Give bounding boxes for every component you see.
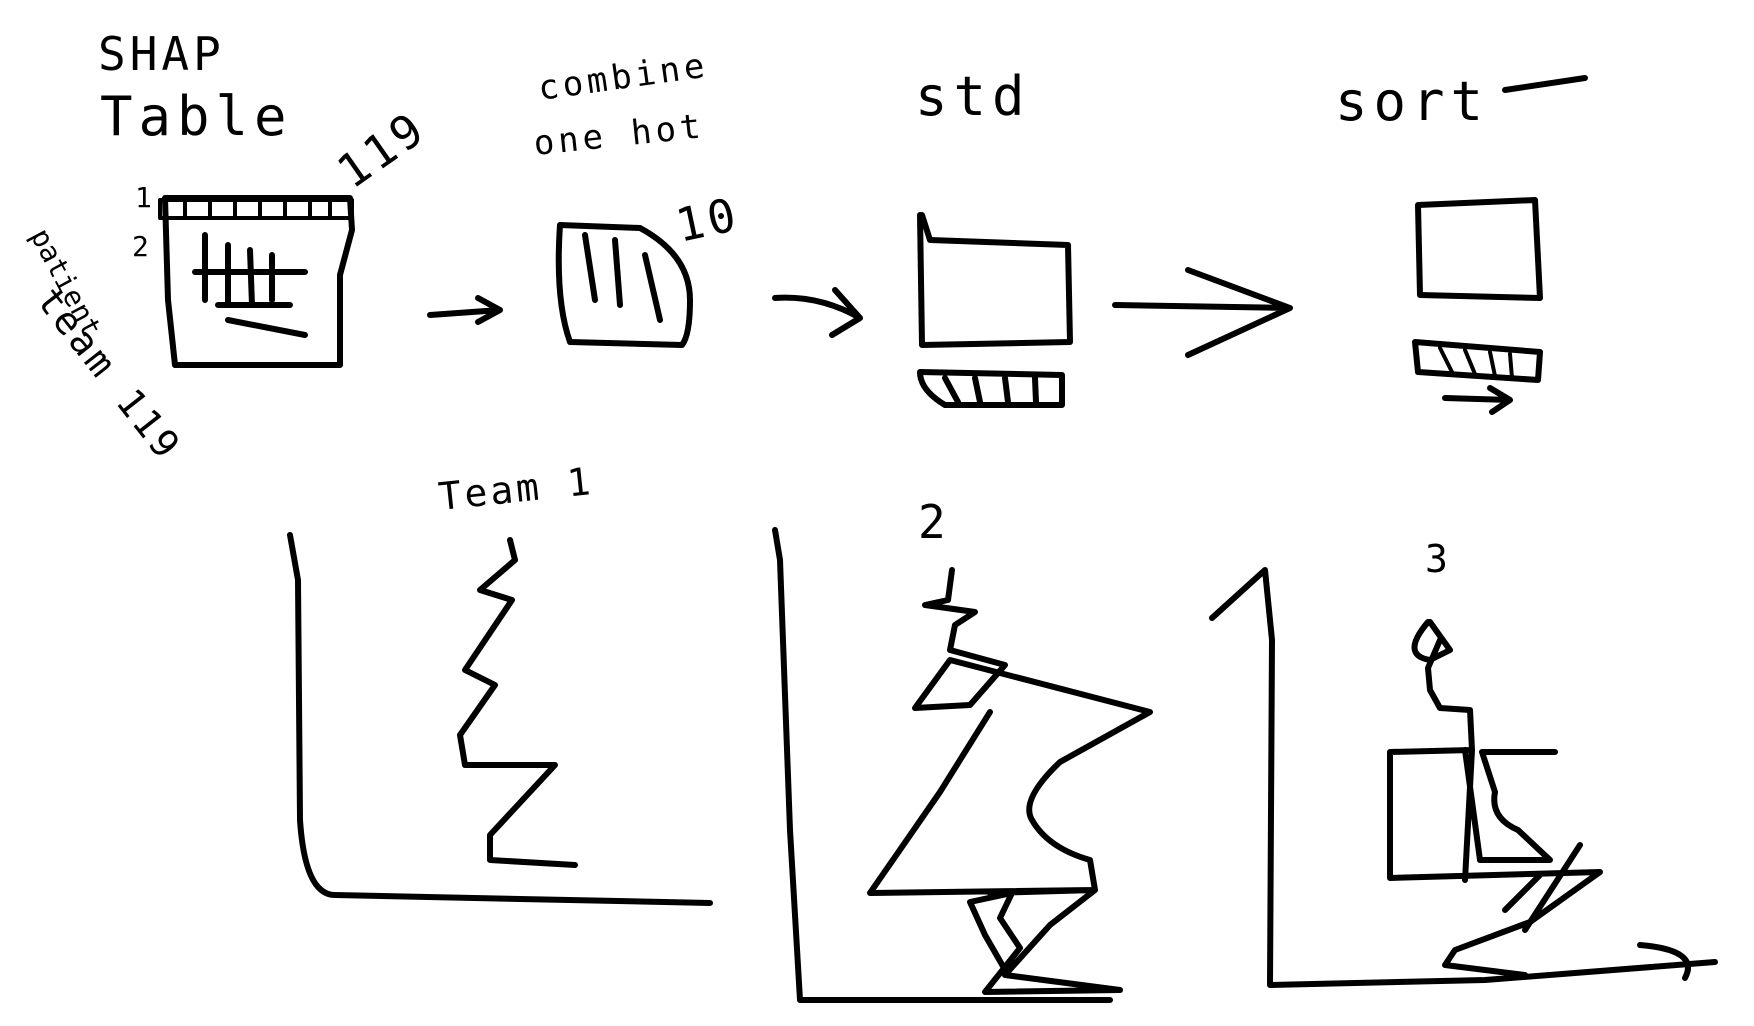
arrow-3 bbox=[1112, 267, 1293, 358]
step-title-line1: std bbox=[915, 65, 1031, 128]
combined-table-outline bbox=[555, 222, 693, 348]
arrow-1 bbox=[427, 295, 503, 325]
shap-col-count-label: 119 bbox=[327, 100, 436, 199]
sort-direction-arrow bbox=[1442, 385, 1513, 415]
plot-label: 3 bbox=[1425, 537, 1451, 581]
plot-2: 2 bbox=[772, 495, 1153, 1003]
plot-team-1: Team 1 bbox=[287, 459, 713, 906]
step-sort: sort bbox=[1335, 70, 1588, 415]
step-title-line1: sort bbox=[1335, 70, 1489, 133]
plot-label: 2 bbox=[918, 495, 950, 549]
sort-table-outline bbox=[1415, 197, 1543, 301]
std-bar-divisions bbox=[942, 375, 1039, 405]
plot-axes bbox=[1209, 567, 1718, 988]
step-title-line1: SHAP bbox=[98, 27, 225, 81]
plot-curve bbox=[1387, 619, 1603, 978]
arrow-2 bbox=[772, 287, 863, 338]
shap-table-cells bbox=[192, 232, 308, 338]
std-bar-outline bbox=[917, 369, 1065, 408]
combined-table-columns bbox=[582, 232, 663, 323]
std-table-outline bbox=[917, 212, 1073, 348]
step-combine-one-hot: combine one hot 10 bbox=[532, 45, 744, 348]
step-title-line2: Table bbox=[100, 85, 293, 148]
plot-axes bbox=[772, 527, 1113, 1003]
step-title-line2: one hot bbox=[532, 106, 707, 164]
sort-bar-outline bbox=[1412, 339, 1543, 383]
shap-row-label-1: 1 bbox=[135, 181, 152, 214]
shap-side-label-2: team 119 bbox=[28, 278, 190, 468]
step-std: std bbox=[915, 65, 1073, 408]
plot-curve bbox=[867, 567, 1153, 995]
plot-curve-tail bbox=[1502, 842, 1583, 933]
step-shap-table: SHAP Table 119 1 2 patient team 119 bbox=[24, 27, 436, 469]
combined-col-count-label: 10 bbox=[671, 187, 744, 253]
plot-3: 3 bbox=[1209, 537, 1718, 988]
plot-axes bbox=[287, 532, 713, 906]
shap-table-header bbox=[158, 198, 354, 220]
step-title-line1: combine bbox=[536, 45, 711, 108]
shap-table-outline bbox=[162, 195, 355, 368]
plot-curve bbox=[457, 537, 578, 868]
plot-label: Team 1 bbox=[436, 459, 595, 519]
sort-bar-divisions bbox=[1438, 346, 1514, 380]
sort-title-underline bbox=[1502, 75, 1588, 93]
shap-row-label-2: 2 bbox=[132, 230, 149, 263]
